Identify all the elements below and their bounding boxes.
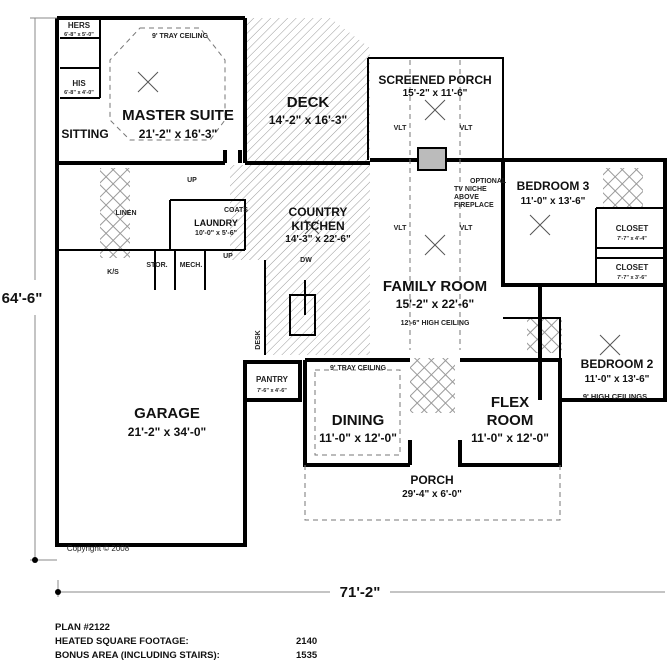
stor-label: STOR. [146,262,167,269]
laundry-size: 10'-0" x 5'-6" [195,230,237,237]
kitchen-island [289,294,316,336]
deck-size: 14'-2" x 16'-3" [269,113,347,127]
foyer-tile [410,358,455,413]
plan-number: PLAN #2122 [55,622,110,633]
garage-size: 21'-2" x 34'-0" [128,425,206,439]
mech-label: MECH. [180,262,203,269]
family-room-size: 15'-2" x 22'-6" [396,297,474,311]
dw-label: DW [300,257,312,264]
bedroom2-label: BEDROOM 2 [581,357,654,371]
family-room-label: FAMILY ROOM [383,278,487,295]
dining-size: 11'-0" x 12'-0" [319,431,397,445]
his-label: HIS [72,79,86,88]
closet2-size: 7'-7" x 3'-6" [617,275,647,281]
bedroom2-size: 11'-0" x 13'-6" [585,374,650,385]
flex-room-label: FLEX [491,394,529,411]
desk-label: DESK [255,330,262,349]
deck-area [245,18,370,163]
family-room-ceiling: 12'-6" HIGH CEILING [401,320,470,327]
fan-icon [137,71,159,93]
bonus-label: BONUS AREA (INCLUDING STAIRS): [55,650,220,661]
closet2-label: CLOSET [616,263,649,272]
dining-ceiling: 9' TRAY CEILING [330,365,387,372]
fan-icon [424,99,446,121]
screened-porch-label: SCREENED PORCH [378,73,491,87]
closet1-label: CLOSET [616,224,649,233]
vlt-label: VLT [460,125,473,132]
fan-icon [599,334,621,356]
hers-size: 6'-8" x 5'-0" [64,32,94,38]
bath2-tile [527,318,562,353]
copyright: Copyright © 2008 [67,544,130,553]
fireplace-note-3: ABOVE [454,194,479,201]
sitting-label: SITTING [61,127,108,141]
dining-label: DINING [332,412,385,429]
fan-icon [529,214,551,236]
fireplace-note-2: TV NICHE [454,186,487,193]
bonus-value: 1535 [296,650,318,661]
porch-size: 29'-4" x 6'-0" [402,489,462,500]
master-suite-label: MASTER SUITE [122,107,234,124]
fireplace-note-1: OPTIONAL [470,178,507,185]
bedroom3-label: BEDROOM 3 [517,179,590,193]
garage-label: GARAGE [134,405,200,422]
high-ceilings-note: 9' HIGH CEILINGS [583,392,647,401]
country-kitchen-size: 14'-3" x 22'-6" [285,234,351,245]
bath3-tile [603,168,643,208]
heated-label: HEATED SQUARE FOOTAGE: [55,636,189,647]
ks-label: K/S [107,269,119,276]
fan-icon [304,219,320,235]
his-size: 6'-8" x 4'-0" [64,90,94,96]
fireplace [417,147,447,171]
walls [55,16,667,547]
bedroom3-size: 11'-0" x 13'-6" [521,196,586,207]
room-labels: HERS 6'-8" x 5'-0" HIS 6'-8" x 4'-0" 9' … [61,21,653,553]
vlt-label: VLT [460,225,473,232]
closet1-size: 7'-7" x 4'-4" [617,236,647,242]
master-suite-size: 21'-2" x 16'-3" [139,127,217,141]
laundry-label: LAUNDRY [194,218,238,228]
ceiling-fan-icons [137,71,621,356]
dining-tray [314,369,401,456]
porch-outline [304,465,561,521]
deck-label: DECK [287,94,330,111]
country-kitchen-label-2: KITCHEN [291,219,344,233]
linen-label: LINEN [116,210,137,217]
pantry-label: PANTRY [256,375,289,384]
depth-dimension-line [30,17,57,561]
coats-label: COATS [224,207,248,214]
vlt-label: VLT [394,125,407,132]
width-dimension: 71'-2" [340,584,381,601]
screened-porch-size: 15'-2" x 11'-6" [403,88,468,99]
hers-label: HERS [68,21,91,30]
family-vault-lines [409,60,461,350]
fan-icon [424,234,446,256]
flex-room-label-2: ROOM [487,412,534,429]
up-label: UP [187,177,197,184]
depth-dimension: 64'-6" [2,290,43,307]
flex-room-size: 11'-0" x 12'-0" [471,431,549,445]
master-ceiling: 9' TRAY CEILING [152,33,209,40]
tray-ceiling-master [109,27,226,141]
pantry-size: 7'-6" x 4'-6" [257,388,287,394]
heated-value: 2140 [296,636,317,647]
plan-summary: PLAN #2122 HEATED SQUARE FOOTAGE: 2140 B… [55,622,318,661]
vlt-label: VLT [394,225,407,232]
porch-label: PORCH [410,473,453,487]
country-kitchen-label: COUNTRY [289,205,348,219]
master-bath-tile [100,168,130,258]
up-label-2: UP [223,253,233,260]
fireplace-note-4: FIREPLACE [454,202,494,209]
